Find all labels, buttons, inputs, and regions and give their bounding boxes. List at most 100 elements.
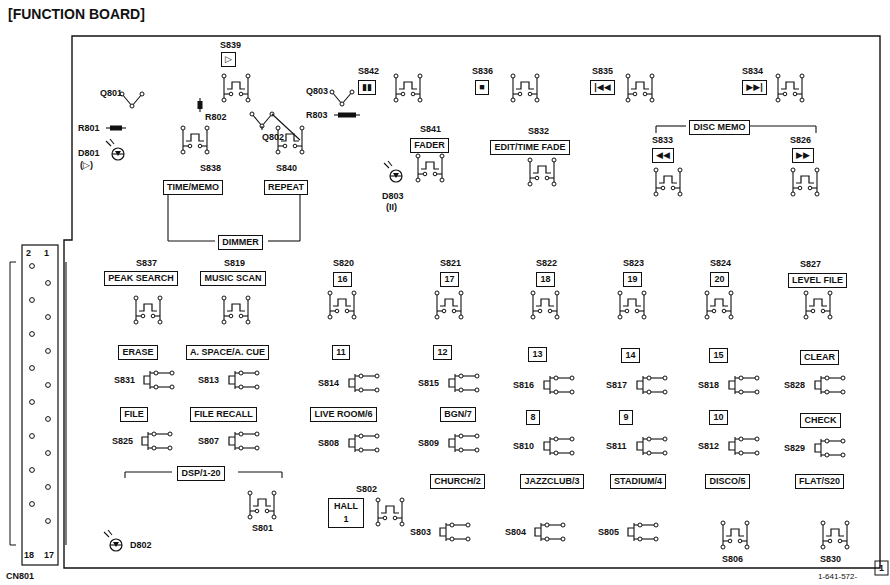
resistor-symbol (110, 126, 122, 131)
resistor-symbol (106, 127, 110, 128)
bracket (125, 471, 172, 472)
solder-pad (570, 376, 574, 380)
switch-lead (549, 177, 554, 178)
switch-lead (552, 310, 557, 311)
switch-cap (186, 134, 204, 141)
switch-cap (421, 162, 439, 169)
part-reference: S841 (420, 124, 441, 135)
switch-bar (234, 432, 235, 450)
button-label-box: CHURCH/2 (430, 474, 485, 489)
switch-bar (454, 434, 455, 452)
switch-contact (545, 523, 549, 527)
button-label-box: MUSIC SCAN (200, 271, 266, 286)
part-reference: CN801 (6, 571, 34, 582)
switch-contact (825, 376, 829, 380)
button-label-box: ▶▶| (742, 80, 767, 95)
switch-cap (333, 299, 351, 306)
button-label: ■ (479, 82, 484, 92)
switch-lead (363, 449, 375, 450)
button-label-box: ◀◀ (652, 148, 674, 163)
switch-cap (637, 442, 643, 450)
solder-pad (250, 112, 254, 116)
switch-cap (726, 529, 744, 536)
solder-pad (440, 178, 444, 182)
switch-lead (418, 173, 423, 174)
part-reference: R803 (306, 110, 328, 121)
switch-lead (825, 310, 830, 311)
button-label-box: 9 (619, 410, 633, 425)
solder-pad (394, 98, 398, 102)
switch-contact (442, 309, 446, 313)
solder-pad (729, 291, 733, 295)
switch-cap (440, 299, 458, 306)
button-label: A. SPACE/A. CUE (190, 347, 265, 357)
part-reference: S808 (318, 438, 339, 449)
switch-cap (229, 437, 235, 445)
switch-contact (638, 523, 642, 527)
switch-cap (381, 506, 399, 513)
switch-contact (152, 432, 156, 436)
switch-lead (243, 386, 255, 387)
button-label: FILE (124, 409, 144, 419)
solder-pad (745, 545, 749, 549)
switch-lead (353, 293, 354, 317)
switch-lead (816, 170, 817, 194)
part-reference: S812 (698, 441, 719, 452)
switch-lead (355, 449, 359, 450)
button-label: 19 (627, 274, 637, 284)
button-label-box: DIMMER (218, 235, 263, 250)
switch-lead (150, 372, 154, 373)
switch-bar (354, 374, 355, 392)
solder-pad (531, 291, 535, 295)
switch-lead (463, 449, 475, 450)
switch-contact (647, 437, 651, 441)
switch-lead (829, 377, 841, 378)
switch-contact (383, 516, 387, 520)
solder-pad (466, 523, 470, 527)
button-label-box: FLAT/S20 (795, 474, 844, 489)
part-reference: S810 (513, 441, 534, 452)
part-reference: S801 (252, 523, 273, 534)
switch-bar (354, 434, 355, 452)
solder-pad (246, 320, 250, 324)
switch-cap (349, 379, 355, 387)
part-reference: S840 (276, 163, 297, 174)
solder-pad (845, 521, 849, 525)
solder-pad (248, 515, 252, 519)
button-label: 15 (713, 350, 723, 360)
switch-lead (223, 76, 224, 100)
switch-lead (549, 524, 561, 525)
button-label-box: 20 (710, 272, 729, 287)
switch-contact (239, 385, 243, 389)
switch-lead (235, 447, 239, 448)
switch-lead (842, 540, 847, 541)
solder-pad (418, 74, 422, 78)
solder-pad (841, 390, 845, 394)
part-reference: S825 (112, 436, 133, 447)
solder-pad (552, 158, 556, 162)
button-label-box: 16 (333, 272, 352, 287)
switch-contact (239, 371, 243, 375)
button-label: CHECK (804, 415, 836, 425)
solder-pad (475, 448, 479, 452)
led-ray (108, 530, 112, 535)
led-symbol (113, 542, 119, 547)
solder-pad (561, 537, 565, 541)
bracket (268, 240, 300, 241)
solder-pad (416, 178, 420, 182)
solder-pad (459, 291, 463, 295)
button-label-box: DISC MEMO (689, 120, 750, 135)
switch-contact (335, 309, 339, 313)
solder-pad (561, 523, 565, 527)
switch-cap (440, 528, 446, 536)
solder-pad (330, 90, 334, 94)
switch-lead (743, 391, 755, 392)
switch-lead (377, 500, 378, 524)
solder-pad (246, 98, 250, 102)
switch-cap (229, 376, 235, 384)
switch-bar (234, 371, 235, 389)
solder-pad (678, 192, 682, 196)
switch-bar (149, 371, 150, 389)
led-ray (388, 161, 392, 166)
button-label-box: 19 (623, 272, 642, 287)
